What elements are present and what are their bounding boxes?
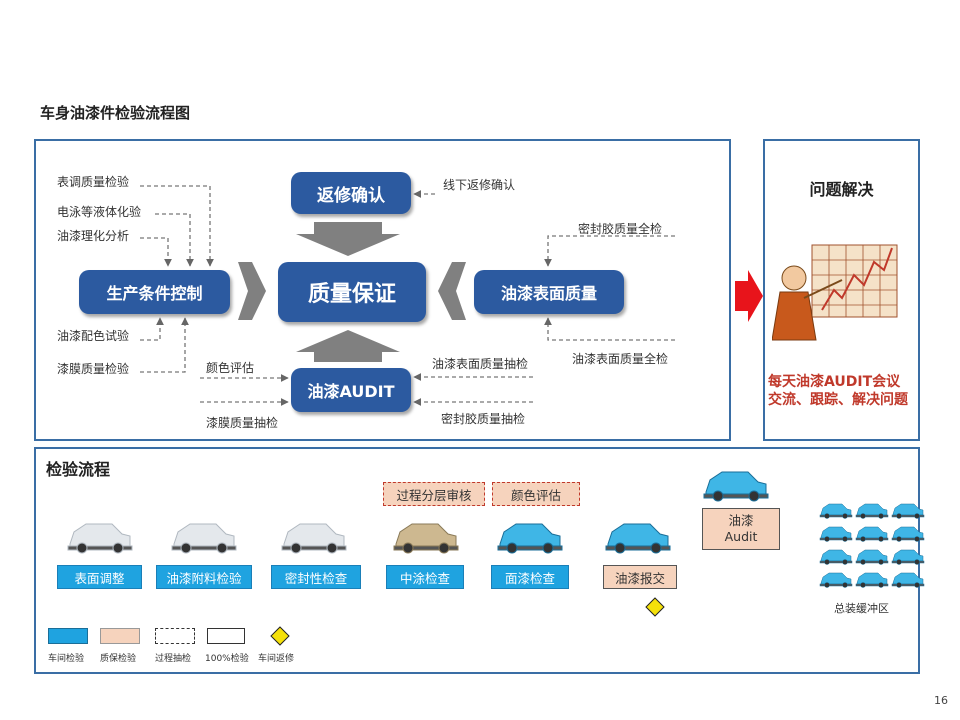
page-number: 16 [934,694,948,707]
legend-label: 质保检验 [100,654,137,664]
page-title: 车身油漆件检验流程图 [40,104,191,122]
stage-surface-adjust: 表面调整 [57,565,142,589]
paint-audit-stage: 油漆 Audit [702,508,780,550]
legend-swatch-full [207,628,245,644]
audit-label-line2: Audit [724,529,758,544]
input-label: 油漆表面质量全检 [572,352,669,366]
legend-swatch-sampling [155,628,195,644]
layered-audit-tag: 过程分层审核 [383,482,485,506]
legend-label: 车间检验 [48,654,85,664]
input-label: 油漆表面质量抽检 [432,357,529,371]
surface-quality-box: 油漆表面质量 [474,270,624,314]
rework-confirm-box: 返修确认 [291,172,411,214]
input-label: 密封胶质量抽检 [441,412,526,426]
color-evaluation-tag: 颜色评估 [492,482,580,506]
stage-topcoat-check: 面漆检查 [491,565,569,589]
production-control-box: 生产条件控制 [79,270,230,314]
paint-audit-box: 油漆AUDIT [291,368,411,412]
problem-description: 每天油漆AUDIT会议交流、跟踪、解决问题 [768,374,908,408]
buffer-label: 总装缓冲区 [834,602,889,615]
legend-label: 过程抽检 [155,654,192,664]
input-label: 密封胶质量全检 [578,222,663,236]
legend-swatch-rework [270,626,290,646]
flow-title: 检验流程 [46,460,111,479]
stage-seal-check: 密封性检查 [271,565,361,589]
presenter-chart-illustration [772,244,898,341]
input-label: 油漆配色试验 [57,329,130,343]
stage-material-check: 油漆附料检验 [156,565,252,589]
input-label: 线下返修确认 [443,178,516,192]
input-label: 漆膜质量抽检 [206,416,279,430]
legend-swatch-workshop [48,628,88,644]
legend-label: 100%检验 [205,654,249,664]
input-label: 漆膜质量检验 [57,362,130,376]
input-label: 颜色评估 [206,361,255,375]
legend-label: 车间返修 [258,654,295,664]
stage-primer-check: 中涂检查 [386,565,464,589]
input-label: 电泳等液体化验 [57,205,142,219]
input-label: 油漆理化分析 [57,229,130,243]
stage-paint-release: 油漆报交 [603,565,677,589]
quality-assurance-box: 质量保证 [278,262,426,322]
audit-label-line1: 油漆 [728,513,754,528]
problem-title: 问题解决 [809,180,874,199]
input-label: 表调质量检验 [57,175,130,189]
legend-swatch-qa [100,628,140,644]
